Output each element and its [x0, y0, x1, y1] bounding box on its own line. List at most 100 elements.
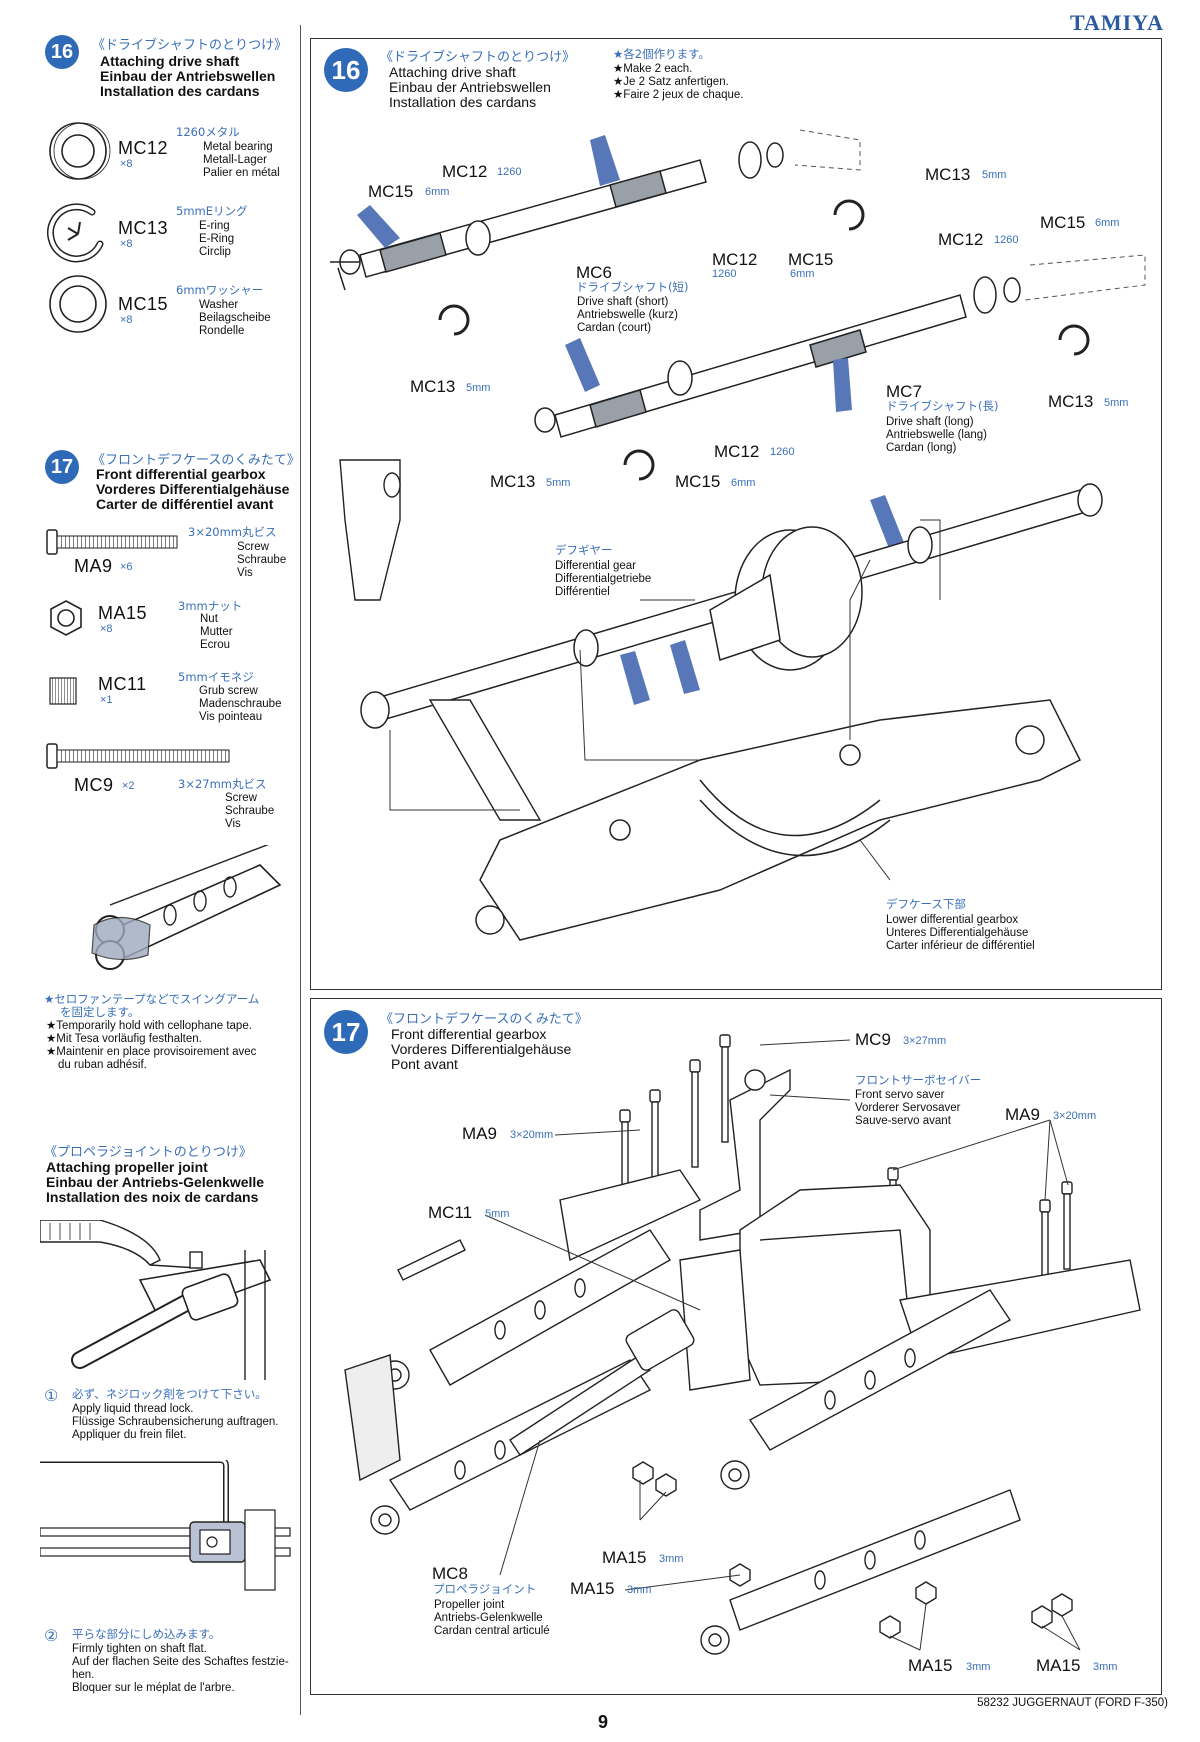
- label-mc12-lower: MC12: [714, 442, 760, 461]
- part-desc-ma9-2: Schraube: [237, 554, 287, 566]
- label-mc12-right-sub: 1260: [994, 234, 1019, 246]
- panel-16-note-fr: ★Faire 2 jeux de chaque.: [613, 89, 744, 101]
- label-mc12-mid: MC12: [712, 250, 758, 269]
- washer-icon: [49, 275, 107, 333]
- label-lower-case-1: Lower differential gearbox: [886, 914, 1019, 926]
- label-mc13-top-right-sub: 5mm: [982, 169, 1007, 181]
- label-lower-case-2: Unteres Differentialgehäuse: [886, 927, 1029, 939]
- label-ma9-right: MA9: [1005, 1105, 1040, 1124]
- propeller-title-en: Attaching propeller joint: [46, 1159, 208, 1175]
- propeller-step2-en: Firmly tighten on shaft flat.: [72, 1643, 207, 1655]
- part-desc-mc11-1: Grub screw: [199, 685, 258, 697]
- label-mc15-right-sub: 6mm: [1095, 217, 1120, 229]
- label-ma15-d: MA15: [1036, 1656, 1081, 1675]
- step-17-title-de: Vorderes Differentialgehäuse: [96, 481, 290, 497]
- label-mc8-2: Antriebs-Gelenkwelle: [434, 1612, 543, 1624]
- label-lower-case-jp: デフケース下部: [886, 897, 966, 911]
- part-jp-mc15: 6mmワッシャー: [176, 283, 264, 297]
- step-16-title-en: Attaching drive shaft: [100, 53, 240, 69]
- step-17-badge: 17: [45, 450, 79, 484]
- label-mc11-sub: 5mm: [485, 1208, 510, 1220]
- label-mc8-1: Propeller joint: [434, 1599, 505, 1611]
- propeller-step1-en: Apply liquid thread lock.: [72, 1403, 194, 1415]
- label-diff-gear-2: Differentialgetriebe: [555, 573, 652, 585]
- propeller-step1-jp: 必ず、ネジロック剤をつけて下さい。: [72, 1387, 267, 1401]
- label-ma15-c-sub: 3mm: [966, 1661, 991, 1673]
- propeller-step1-de: Flüssige Schraubensicherung auftragen.: [72, 1416, 279, 1428]
- label-mc8-3: Cardan central articulé: [434, 1625, 550, 1637]
- part-desc-mc13-2: E-Ring: [199, 233, 235, 245]
- label-lower-case-3: Carter inférieur de différentiel: [886, 940, 1035, 952]
- nut-icon: [50, 600, 82, 636]
- label-diff-gear-3: Différentiel: [555, 586, 610, 598]
- part-qty-ma15: ×8: [100, 623, 113, 635]
- label-mc6-1: Drive shaft (short): [577, 296, 669, 308]
- part-desc-mc12-1: Metal bearing: [203, 141, 273, 153]
- panel-16-note-de: ★Je 2 Satz anfertigen.: [613, 76, 729, 88]
- label-mc12-mid-sub: 1260: [712, 268, 737, 280]
- part-qty-mc13: ×8: [120, 238, 133, 250]
- part-desc-mc9-1: Screw: [225, 792, 257, 804]
- label-mc11: MC11: [428, 1203, 473, 1222]
- step-16-panel: [310, 38, 1162, 990]
- label-mc15-top-sub: 6mm: [425, 186, 450, 198]
- long-screw-icon: [46, 743, 230, 769]
- brand-logo: TAMIYA: [1069, 10, 1164, 35]
- part-desc-ma9-3: Vis: [237, 567, 253, 579]
- label-mc12-lower-sub: 1260: [770, 446, 795, 458]
- part-desc-ma15-2: Mutter: [200, 626, 233, 638]
- label-mc13-top-right: MC13: [925, 165, 971, 184]
- propeller-step2-fr: Bloquer sur le méplat de l'arbre.: [72, 1682, 235, 1694]
- label-mc6: MC6: [576, 263, 612, 282]
- tape-note-en: ★Temporarily hold with cellophane tape.: [46, 1020, 252, 1032]
- label-servo-saver-1: Front servo saver: [855, 1089, 945, 1101]
- label-mc12-right: MC12: [938, 230, 984, 249]
- label-mc6-2: Antriebswelle (kurz): [577, 309, 678, 321]
- step-17-title-jp: 《フロントデフケースのくみたて》: [92, 453, 300, 468]
- propeller-step2-de-1: Auf der flachen Seite des Schaftes festz…: [72, 1656, 289, 1668]
- part-desc-mc9-2: Schraube: [225, 805, 275, 817]
- label-mc6-3: Cardan (court): [577, 322, 652, 334]
- propeller-title-de: Einbau der Antriebs-Gelenkwelle: [46, 1174, 265, 1190]
- panel-17-title-de: Vorderes Differentialgehäuse: [391, 1041, 572, 1057]
- label-ma15-a: MA15: [602, 1548, 647, 1567]
- label-mc7-jp: ドライブシャフト(長): [886, 399, 999, 413]
- label-mc15-right: MC15: [1040, 213, 1086, 232]
- label-diff-gear-jp: デフギヤー: [555, 543, 613, 557]
- panel-16-title-fr: Installation des cardans: [389, 94, 537, 110]
- part-qty-mc11: ×1: [100, 694, 113, 706]
- propeller-title-fr: Installation des noix de cardans: [46, 1189, 259, 1205]
- label-mc7-3: Cardan (long): [886, 442, 957, 454]
- label-mc12-top-sub: 1260: [497, 166, 522, 178]
- label-ma9-left: MA9: [462, 1124, 497, 1143]
- label-mc9: MC9: [855, 1030, 891, 1049]
- step-17-panel: [310, 998, 1162, 1695]
- part-qty-mc15: ×8: [120, 314, 133, 326]
- label-mc7-1: Drive shaft (long): [886, 416, 974, 428]
- step-17-title-fr: Carter de différentiel avant: [96, 496, 274, 512]
- grub-screw-icon: [49, 677, 77, 705]
- part-jp-ma15: 3mmナット: [178, 599, 243, 613]
- tape-note-jp-2: を固定します。: [60, 1005, 140, 1019]
- tape-note-jp-1: ★セロファンテープなどでスイングアーム: [44, 992, 260, 1006]
- label-mc13-far-right: MC13: [1048, 392, 1094, 411]
- screw-icon: [46, 529, 178, 555]
- panel-16-note-en: ★Make 2 each.: [613, 63, 693, 75]
- label-mc13-left: MC13: [410, 377, 456, 396]
- label-ma9-left-sub: 3×20mm: [510, 1129, 554, 1141]
- label-servo-saver-jp: フロントサーボセイバー: [855, 1073, 982, 1087]
- label-ma15-a-sub: 3mm: [659, 1553, 684, 1565]
- label-mc8: MC8: [432, 1564, 468, 1583]
- part-desc-mc13-1: E-ring: [199, 220, 230, 232]
- part-desc-mc15-3: Rondelle: [199, 325, 245, 337]
- part-code-mc12: MC12: [118, 138, 169, 158]
- drive-shaft-assembly-diagram: [330, 129, 1146, 941]
- footer-model: 58232 JUGGERNAUT (FORD F-350): [977, 1697, 1168, 1709]
- part-code-ma15: MA15: [98, 603, 148, 623]
- panel-17-title-jp: 《フロントデフケースのくみたて》: [380, 1012, 588, 1027]
- panel-16-note-jp: ★各2個作ります。: [613, 47, 710, 61]
- propeller-step2-de-2: hen.: [72, 1669, 95, 1681]
- part-desc-ma15-3: Ecrou: [200, 639, 231, 651]
- step-2-marker: ②: [44, 1628, 59, 1645]
